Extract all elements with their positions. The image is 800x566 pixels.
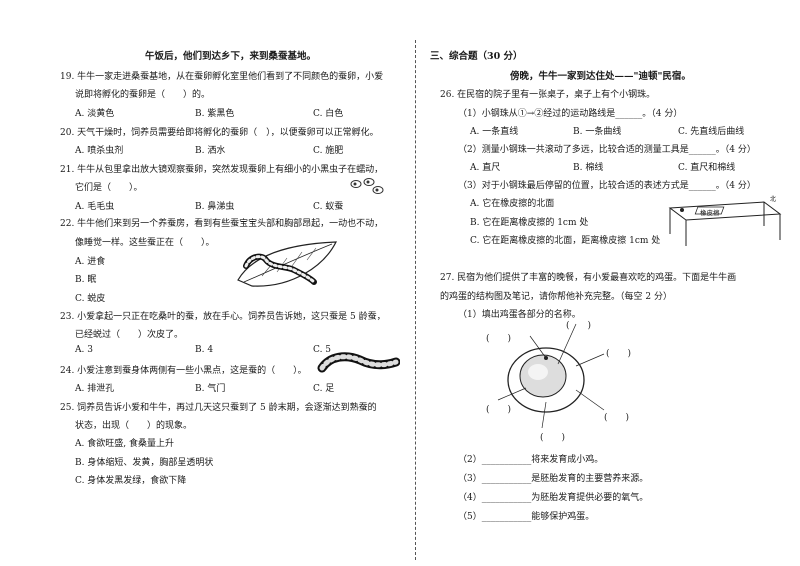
q19-line2: 说即将孵化的蚕卵是（ ）的。 xyxy=(75,90,211,100)
q26-sub2-option-a[interactable]: A. 直尺 xyxy=(470,163,501,173)
q22-line2: 像睡觉一样。这些蚕正在（ ）。 xyxy=(75,238,215,248)
q26-sub3-option-a[interactable]: A. 它在橡皮擦的北面 xyxy=(470,199,555,209)
north-label: 北 xyxy=(770,196,777,203)
table-with-eraser-illustration xyxy=(668,201,782,246)
q23-option-c[interactable]: C. 5 xyxy=(313,345,332,355)
q26-sub3-option-b[interactable]: B. 它在距离橡皮擦的 1cm 处 xyxy=(470,218,589,228)
ant-larvae-illustration xyxy=(350,178,384,194)
q23-line1: 23. 小爱拿起一只正在吃桑叶的蚕，放在手心。饲养员告诉她，这只蚕是 5 龄蚕， xyxy=(60,312,386,322)
q19-line1: 19. 牛牛一家走进桑蚕基地，从在蚕卵孵化室里他们看到了不同颜色的蚕卵，小爱 xyxy=(60,72,384,82)
q21-line2: 它们是（ ）。 xyxy=(75,183,143,193)
q23-line2: 已经蜕过（ ）次皮了。 xyxy=(75,330,184,340)
q20-line1: 20. 天气干燥时，饲养员需要给即将孵化的蚕卵（ ），以便蚕卵可以正常孵化。 xyxy=(60,128,379,138)
q27-fill-2[interactable]: （2）___________将来发育成小鸡。 xyxy=(458,455,604,465)
q24-line1: 24. 小爱注意到蚕身体两侧有一些小黑点，这是蚕的（ ）。 xyxy=(60,366,307,376)
q22-option-b[interactable]: B. 眠 xyxy=(75,275,97,285)
q25-option-a[interactable]: A. 食欲旺盛, 食桑量上升 xyxy=(75,439,174,449)
q27-line2: 的鸡蛋的结构图及笔记，请你帮他补充完整。（每空 2 分） xyxy=(440,292,672,302)
egg-label-blank-5[interactable]: ( ) xyxy=(604,413,630,423)
q26-sub1-option-a[interactable]: A. 一条直线 xyxy=(470,127,519,137)
q20-option-c[interactable]: C. 施肥 xyxy=(313,146,344,156)
egg-label-blank-3[interactable]: ( ) xyxy=(606,349,632,359)
q25-line1: 25. 饲养员告诉小爱和牛牛，再过几天这只蚕到了 5 龄末期，会逐渐达到熟蚕的 xyxy=(60,403,377,413)
egg-structure-diagram xyxy=(497,323,605,429)
left-scene-heading: 午饭后，他们到达乡下，来到桑蚕基地。 xyxy=(145,51,317,62)
q22-line1: 22. 牛牛他们来到另一个养蚕房，看到有些蚕宝宝头部和胸部昂起，一动也不动， xyxy=(60,219,384,229)
q25-option-c[interactable]: C. 身体发黑发绿，食欲下降 xyxy=(75,476,187,486)
q21-option-b[interactable]: B. 鼻涕虫 xyxy=(195,202,235,212)
q24-option-c[interactable]: C. 足 xyxy=(313,384,335,394)
q22-option-a[interactable]: A. 进食 xyxy=(75,257,106,267)
eraser-label: 橡皮擦 xyxy=(700,209,720,217)
q27-fill-4[interactable]: （4）___________为胚胎发育提供必要的氧气。 xyxy=(458,493,649,503)
q26-sub3-option-c[interactable]: C. 它在距离橡皮擦的北面，距离橡皮擦 1cm 处 xyxy=(470,236,661,246)
q25-option-b[interactable]: B. 身体缩短、发黄，胸部呈透明状 xyxy=(75,458,214,468)
section-title: 三、综合题（30 分） xyxy=(430,51,523,62)
q27-fill-3[interactable]: （3）___________是胚胎发育的主要营养来源。 xyxy=(458,474,649,484)
egg-label-blank-6[interactable]: ( ) xyxy=(540,433,566,443)
q25-line2: 状态，出现（ ）的现象。 xyxy=(75,421,193,431)
q21-option-a[interactable]: A. 毛毛虫 xyxy=(75,202,115,212)
egg-label-blank-4[interactable]: ( ) xyxy=(486,405,512,415)
q27-fill-5[interactable]: （5）___________能够保护鸡蛋。 xyxy=(458,512,595,522)
q21-line1: 21. 牛牛从包里拿出放大镜观察蚕卵，突然发现蚕卵上有细小的小黑虫子在蠕动， xyxy=(60,165,384,175)
q21-option-c[interactable]: C. 蚁蚕 xyxy=(313,202,344,212)
q26-sub2-option-b[interactable]: B. 棉线 xyxy=(573,163,604,173)
q24-option-a[interactable]: A. 排泄孔 xyxy=(75,384,115,394)
q23-option-b[interactable]: B. 4 xyxy=(195,345,214,355)
q26-sub1-option-b[interactable]: B. 一条曲线 xyxy=(573,127,622,137)
q26-sub3: （3）对于小钢珠最后停留的位置，比较合适的表述方式是______。（4 分） xyxy=(458,181,756,191)
q26-sub2-option-c[interactable]: C. 直尺和棉线 xyxy=(678,163,736,173)
q27-line1: 27. 民宿为他们提供了丰富的晚餐，有小爱最喜欢吃的鸡蛋。下面是牛牛画 xyxy=(440,273,737,283)
q19-option-c[interactable]: C. 白色 xyxy=(313,109,344,119)
q26-sub2: （2）测量小钢珠一共滚动了多远，比较合适的测量工具是______。（4 分） xyxy=(458,145,756,155)
column-divider xyxy=(415,40,416,560)
egg-label-blank-1[interactable]: ( ) xyxy=(486,334,512,344)
silkworm-on-leaf-illustration xyxy=(237,241,337,287)
q24-option-b[interactable]: B. 气门 xyxy=(195,384,226,394)
q26-intro: 26. 在民宿的院子里有一张桌子，桌子上有个小钢珠。 xyxy=(440,90,656,100)
q22-option-c[interactable]: C. 蜕皮 xyxy=(75,294,106,304)
q20-option-b[interactable]: B. 洒水 xyxy=(195,146,226,156)
egg-label-blank-2[interactable]: ( ) xyxy=(566,321,592,331)
q19-option-b[interactable]: B. 紫黑色 xyxy=(195,109,235,119)
q26-sub1-option-c[interactable]: C. 先直线后曲线 xyxy=(678,127,745,137)
silkworm-illustration xyxy=(317,352,400,373)
q23-option-a[interactable]: A. 3 xyxy=(75,345,93,355)
q27-sub1: （1）填出鸡蛋各部分的名称。 xyxy=(458,310,581,320)
right-scene-heading: 傍晚，牛牛一家到达住处——"迪顿"民宿。 xyxy=(510,71,691,82)
q26-sub1: （1）小钢珠从①→②经过的运动路线是______。（4 分） xyxy=(458,109,683,119)
q20-option-a[interactable]: A. 喷杀虫剂 xyxy=(75,146,124,156)
q19-option-a[interactable]: A. 淡黄色 xyxy=(75,109,115,119)
